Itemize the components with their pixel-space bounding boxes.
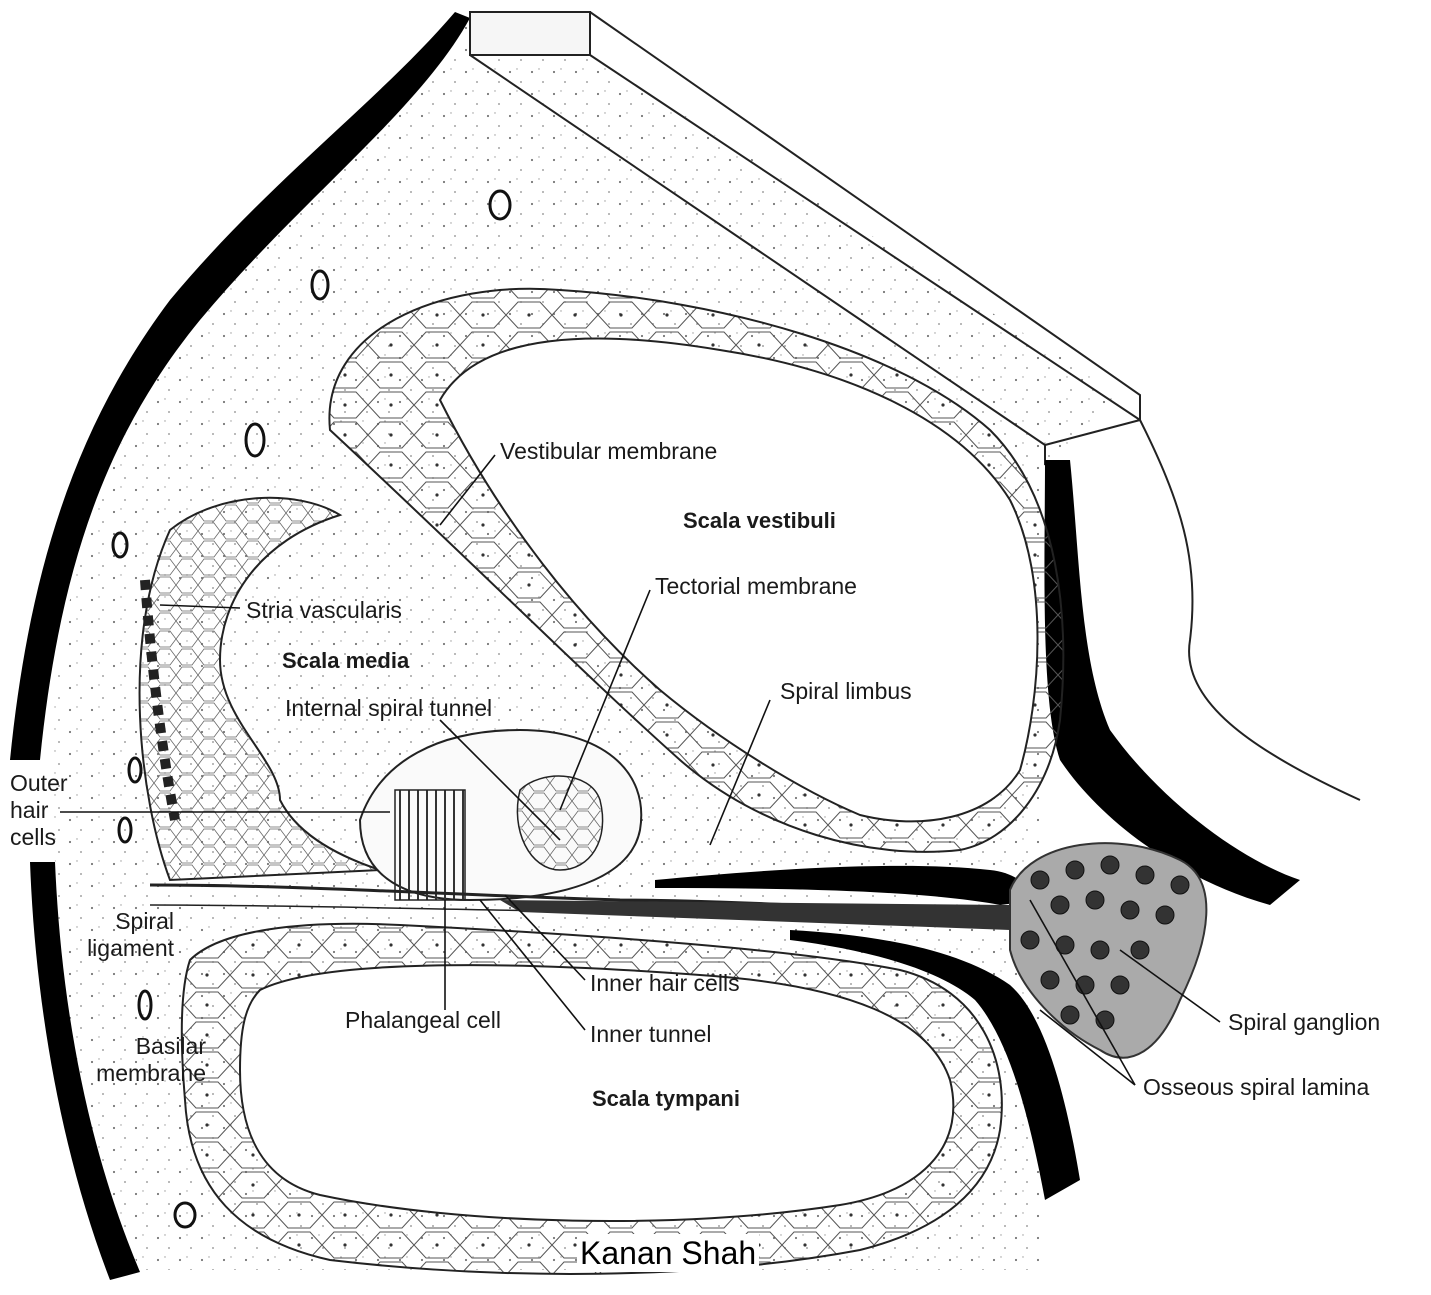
label-spiral-ganglion: Spiral ganglion <box>1228 1009 1380 1036</box>
label-osseous-spiral-lamina: Osseous spiral lamina <box>1143 1074 1369 1101</box>
label-outer-hair-cells-line: Outer <box>10 770 68 797</box>
label-spiral-ligament: Spiral ligament <box>68 908 174 962</box>
label-scala-vestibuli: Scala vestibuli <box>683 507 836 534</box>
label-tectorial-membrane: Tectorial membrane <box>655 573 857 600</box>
label-outer-hair-cells: Outer hair cells <box>10 770 68 851</box>
label-outer-hair-cells-line: cells <box>10 824 68 851</box>
label-internal-spiral-tunnel: Internal spiral tunnel <box>285 695 492 722</box>
label-basilar-membrane: Basilar membrane <box>70 1033 206 1087</box>
label-spiral-ligament-line: Spiral <box>68 908 174 935</box>
label-basilar-membrane-line: Basilar <box>70 1033 206 1060</box>
label-stria-vascularis: Stria vascularis <box>246 597 402 624</box>
label-scala-tympani: Scala tympani <box>592 1085 740 1112</box>
label-inner-tunnel: Inner tunnel <box>590 1021 711 1048</box>
label-vestibular-membrane: Vestibular membrane <box>500 438 717 465</box>
label-spiral-ligament-line: ligament <box>68 935 174 962</box>
label-scala-media: Scala media <box>282 647 409 674</box>
label-outer-hair-cells-line: hair <box>10 797 68 824</box>
label-inner-hair-cells: Inner hair cells <box>590 970 740 997</box>
label-basilar-membrane-line: membrane <box>70 1060 206 1087</box>
label-phalangeal-cell: Phalangeal cell <box>345 1007 501 1034</box>
author-credit: Kanan Shah <box>577 1234 759 1272</box>
label-spiral-limbus: Spiral limbus <box>780 678 912 705</box>
